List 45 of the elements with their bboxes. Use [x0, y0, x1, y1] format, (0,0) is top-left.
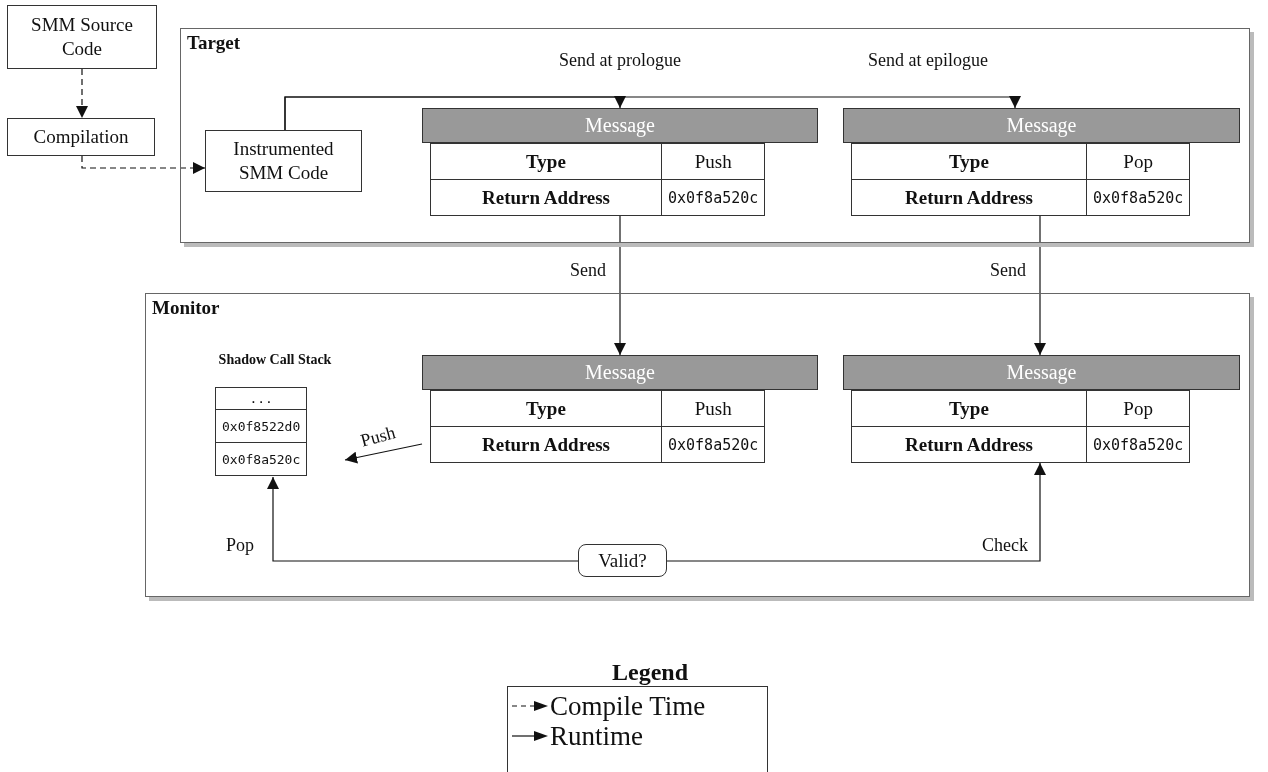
table-cell: 0x0f8a520c: [215, 442, 307, 476]
table-cell: Return Address: [430, 426, 662, 463]
table-cell: 0x0f8a520c: [1086, 179, 1190, 216]
table-cell: Return Address: [430, 179, 662, 216]
arrow: [284, 96, 1021, 131]
message-table: [422, 108, 818, 216]
table-cell: ...: [215, 387, 307, 410]
process-box: Instrumented SMM Code: [205, 130, 362, 192]
message-table: [843, 108, 1240, 216]
table-header: Message: [422, 355, 818, 390]
arrow: [666, 462, 1046, 562]
stack-title: Shadow Call Stack: [217, 352, 333, 368]
group-title: Target: [187, 32, 241, 54]
table-cell: Type: [430, 143, 662, 180]
process-box: Compilation: [7, 118, 155, 156]
table-cell: Return Address: [851, 179, 1087, 216]
decision-box: Valid?: [578, 544, 667, 577]
table-cell: Type: [430, 390, 662, 427]
table-cell: Push: [661, 390, 765, 427]
table-cell: 0x0f8522d0: [215, 409, 307, 443]
table-cell: 0x0f8a520c: [661, 179, 765, 216]
table-header: Message: [843, 355, 1240, 390]
table-cell: Type: [851, 390, 1087, 427]
table-header: Message: [843, 108, 1240, 143]
table-cell: Pop: [1086, 390, 1190, 427]
arrow: [267, 476, 579, 562]
arrow: [76, 68, 88, 119]
table-cell: Pop: [1086, 143, 1190, 180]
legend-text: Compile Time: [550, 690, 706, 722]
arrow: [614, 215, 626, 356]
table-cell: Type: [851, 143, 1087, 180]
table-cell: 0x0f8a520c: [1086, 426, 1190, 463]
arrow: [81, 155, 206, 174]
message-table: [422, 355, 818, 463]
table-cell: 0x0f8a520c: [661, 426, 765, 463]
legend-text: Runtime: [550, 720, 643, 752]
message-table: [843, 355, 1240, 463]
legend-title: Legend: [612, 658, 688, 686]
arrow: [1034, 215, 1046, 356]
table-cell: Return Address: [851, 426, 1087, 463]
table-cell: Push: [661, 143, 765, 180]
group-title: Monitor: [152, 297, 220, 319]
arrow: [344, 443, 423, 464]
table-header: Message: [422, 108, 818, 143]
process-box: SMM Source Code: [7, 5, 157, 69]
